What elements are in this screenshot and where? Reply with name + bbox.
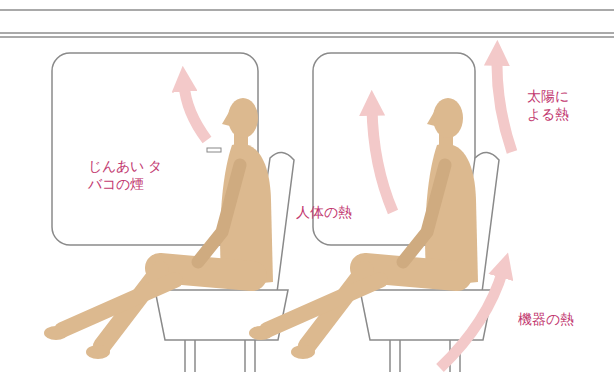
cigarette <box>207 148 221 152</box>
rule-line <box>0 33 614 34</box>
heat-arrow <box>184 84 207 140</box>
heat-arrow <box>440 270 503 368</box>
heat-arrow <box>497 58 512 152</box>
annotation-label: 太陽に よる熱 <box>527 87 577 123</box>
annotation-label: 機器の熱 <box>518 310 598 328</box>
passenger <box>44 98 273 359</box>
rule-line <box>0 10 614 11</box>
passenger <box>249 98 478 359</box>
heat-arrow <box>372 108 393 212</box>
annotation-label: じんあい タバコの煙 <box>88 157 168 193</box>
annotation-label: 人体の熱 <box>296 203 366 221</box>
rule-line <box>0 37 614 38</box>
